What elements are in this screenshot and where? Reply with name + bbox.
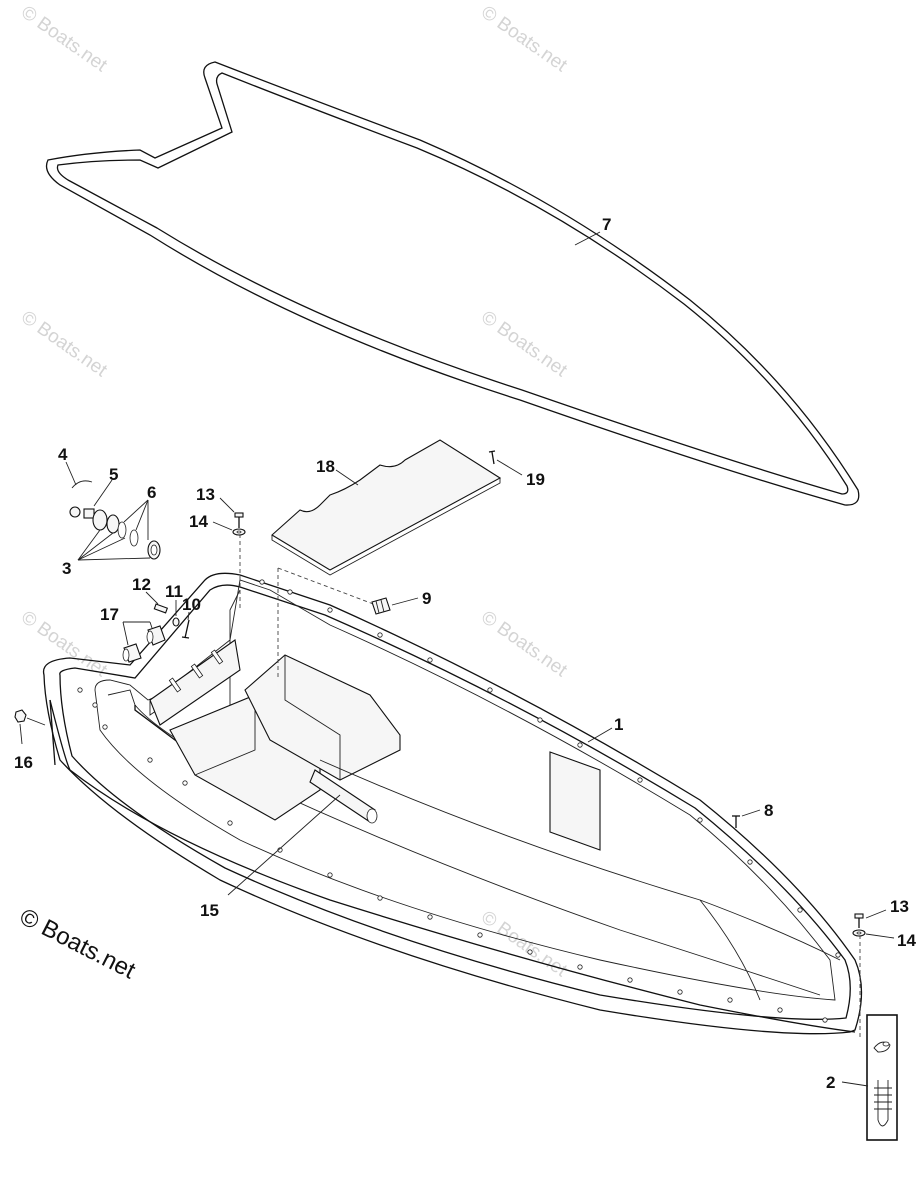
- watermark: © Boats.net: [477, 307, 571, 382]
- callout-19: 19: [526, 470, 545, 489]
- callout-11: 11: [165, 582, 183, 601]
- screw-washer-part: [852, 913, 866, 937]
- hull-part: [42, 572, 863, 1035]
- callout-2: 2: [826, 1073, 835, 1092]
- leader-line: [135, 499, 149, 531]
- flange-holes: [77, 579, 841, 1023]
- watermark: © Boats.net: [477, 907, 571, 982]
- leader-line: [77, 557, 151, 561]
- spacer-part: [122, 625, 166, 663]
- drain-plug-assembly: [69, 480, 161, 560]
- callout-18: 18: [316, 457, 335, 476]
- leader-line: [227, 794, 341, 896]
- callout-14: 14: [189, 512, 208, 531]
- callout-16: 16: [14, 753, 33, 772]
- grommet-part: [371, 597, 391, 615]
- callout-14: 14: [897, 931, 916, 950]
- callout-6: 6: [147, 483, 156, 502]
- leader-line: [77, 532, 114, 561]
- callout-4: 4: [58, 445, 68, 464]
- callout-13: 13: [890, 897, 909, 916]
- leader-line: [122, 621, 129, 646]
- leader-line: [212, 521, 233, 531]
- leader-line: [77, 537, 126, 561]
- callout-1: 1: [614, 715, 623, 734]
- bow-eye-kit-part: [866, 1014, 898, 1141]
- callout-13: 13: [196, 485, 215, 504]
- leader-line: [496, 459, 523, 476]
- nut-part: [14, 709, 27, 723]
- watermark: © Boats.net: [477, 2, 571, 77]
- leader-line: [65, 461, 77, 486]
- callout-3: 3: [62, 559, 71, 578]
- watermarks: © Boats.net © Boats.net © Boats.net © Bo…: [17, 2, 571, 982]
- rivet-part: [732, 815, 740, 828]
- leader-line: [93, 479, 113, 507]
- callout-5: 5: [109, 465, 118, 484]
- watermark: © Boats.net: [17, 2, 111, 77]
- watermark: © Boats.net: [477, 607, 571, 682]
- leader-line: [149, 621, 153, 629]
- leader-line: [587, 727, 613, 743]
- alignment-line: [277, 567, 377, 606]
- leader-line: [19, 723, 23, 745]
- leader-line: [574, 231, 601, 246]
- leader-line: [145, 591, 159, 605]
- leader-line: [865, 933, 895, 939]
- leader-line: [335, 469, 359, 486]
- leader-line: [741, 809, 761, 817]
- leader-line: [26, 717, 46, 726]
- leader-line: [77, 529, 101, 561]
- bolt-part: [153, 603, 169, 614]
- screw-part: [181, 619, 190, 639]
- callout-15: 15: [200, 901, 219, 920]
- callout-7: 7: [602, 215, 611, 234]
- leader-line: [187, 611, 190, 621]
- deck-gasket-part: [45, 61, 860, 506]
- callout-8: 8: [764, 801, 773, 820]
- leader-line: [219, 497, 235, 513]
- access-cover-part: [271, 439, 502, 576]
- copyright-label: © Boats.net: [15, 903, 140, 984]
- leader-line: [123, 499, 149, 523]
- leader-line: [841, 1081, 869, 1087]
- callout-17: 17: [100, 605, 119, 624]
- leader-line: [865, 909, 887, 919]
- leader-line: [391, 597, 419, 606]
- callout-10: 10: [182, 595, 201, 614]
- washer-part: [172, 617, 180, 627]
- callout-12: 12: [132, 575, 151, 594]
- screw-part: [488, 450, 496, 465]
- watermark: © Boats.net: [17, 307, 111, 382]
- screw-washer-part: [232, 512, 246, 536]
- callout-9: 9: [422, 589, 431, 608]
